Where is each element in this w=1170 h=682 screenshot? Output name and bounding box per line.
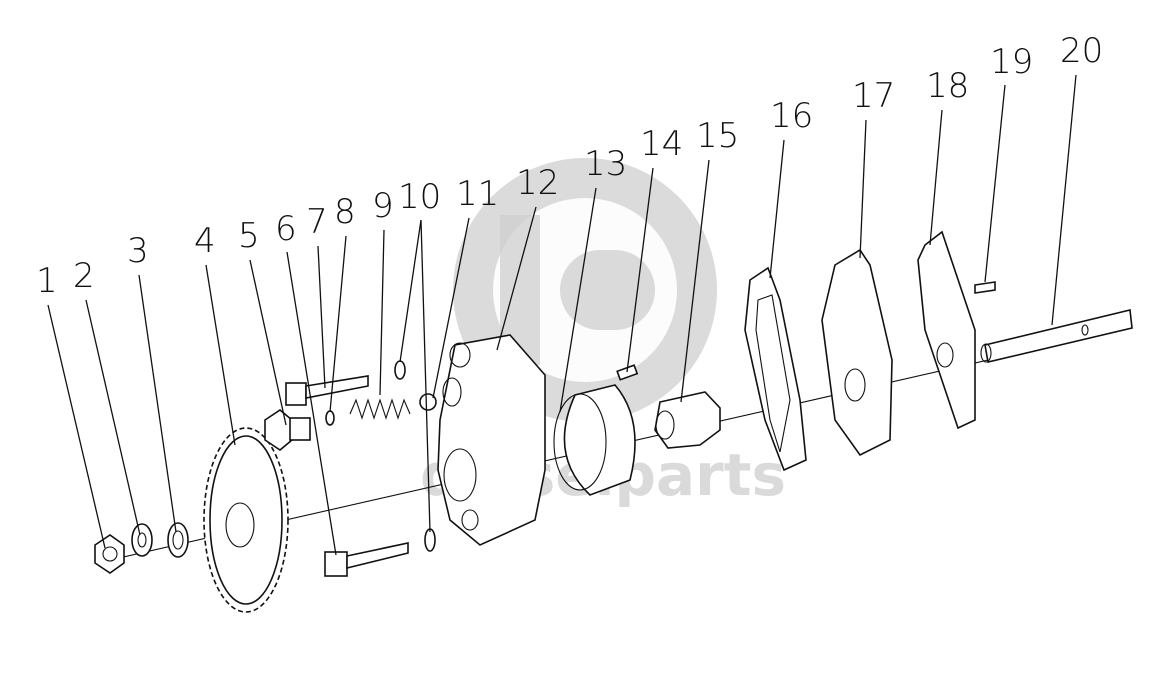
callout-9: 9 — [372, 186, 394, 226]
callout-7: 7 — [306, 202, 328, 242]
part-plug — [264, 409, 311, 451]
part-gasket — [744, 266, 807, 472]
callout-11: 11 — [456, 174, 499, 214]
callout-19: 19 — [990, 42, 1033, 82]
part-bolt-upper — [285, 375, 369, 406]
part-shaft — [980, 309, 1133, 363]
part-ball — [419, 393, 437, 411]
part-washer-3 — [167, 522, 189, 558]
callout-20: 20 — [1060, 31, 1103, 71]
part-bolt-lower — [324, 542, 409, 577]
callout-6: 6 — [275, 209, 297, 249]
callout-1: 1 — [36, 261, 58, 301]
callout-12: 12 — [516, 163, 559, 203]
callout-18: 18 — [926, 66, 969, 106]
callout-13: 13 — [584, 144, 627, 184]
part-pin — [616, 364, 639, 381]
callout-3: 3 — [127, 231, 149, 271]
part-drive-gear — [203, 427, 289, 613]
callout-17: 17 — [852, 76, 895, 116]
part-key — [974, 281, 996, 294]
part-nut — [94, 534, 125, 574]
callout-5: 5 — [238, 216, 260, 256]
callout-10: 10 — [398, 177, 441, 217]
callout-labels: 1 2 3 4 5 6 7 8 9 10 11 12 13 14 15 16 1… — [36, 31, 1103, 301]
callout-8: 8 — [334, 192, 356, 232]
part-washer-2 — [131, 523, 153, 557]
leader-lines — [47, 74, 1077, 556]
callout-4: 4 — [194, 221, 216, 261]
part-outer-rotor — [553, 384, 636, 496]
part-cover — [821, 248, 893, 457]
part-inner-rotor — [654, 391, 721, 449]
callout-16: 16 — [770, 96, 813, 136]
part-spring — [349, 398, 411, 420]
part-pump-body — [437, 334, 546, 546]
callout-2: 2 — [73, 256, 95, 296]
callout-14: 14 — [640, 124, 683, 164]
callout-15: 15 — [696, 116, 739, 156]
part-end-plate — [917, 230, 976, 430]
